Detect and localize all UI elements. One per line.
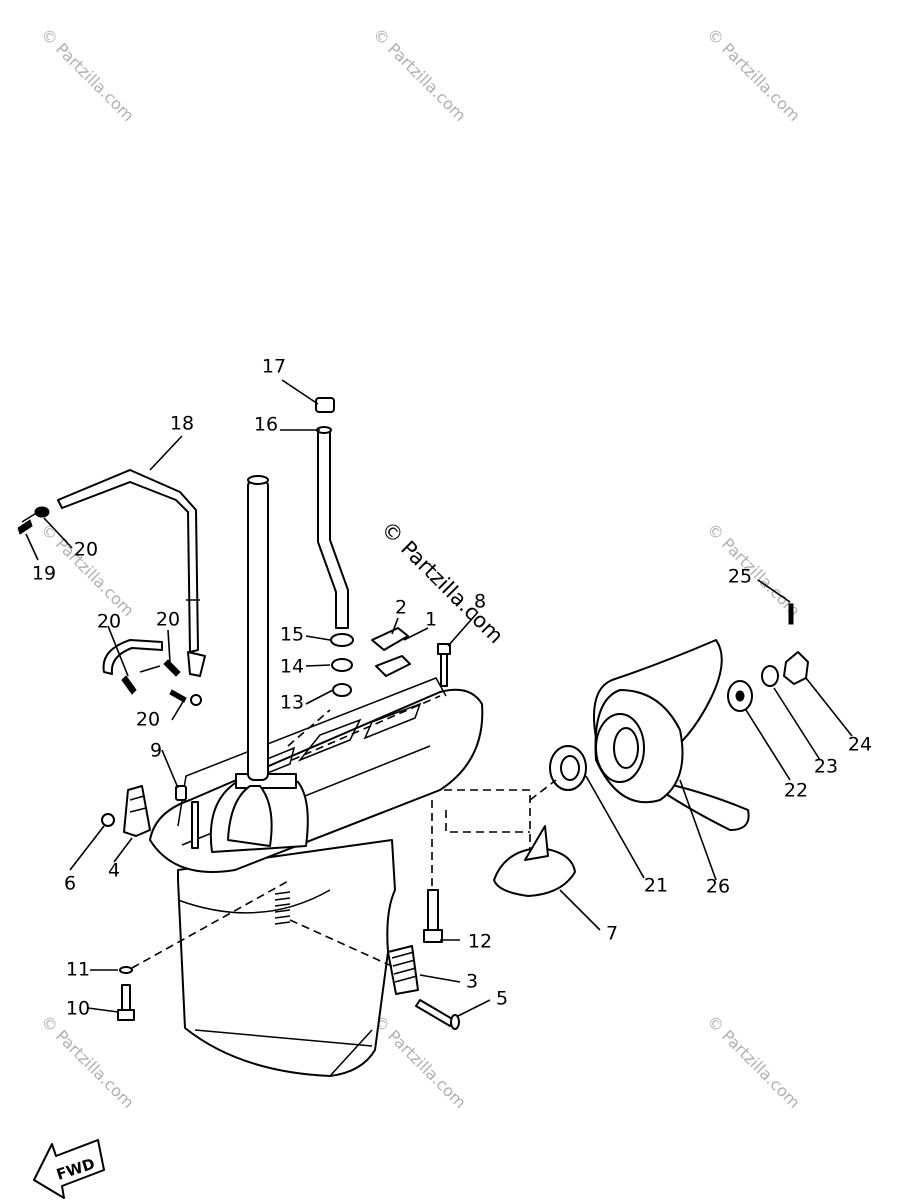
hose [57, 469, 206, 677]
callout-22: 22 [784, 780, 808, 802]
callout-18: 18 [170, 413, 194, 435]
callout-1: 1 [425, 609, 437, 631]
callout-5: 5 [496, 988, 508, 1010]
prop-hardware [727, 603, 809, 712]
watermark: © Partzilla.com [37, 24, 138, 125]
callout-19: 19 [32, 563, 56, 585]
callout-26: 26 [706, 876, 730, 898]
watermark: © Partzilla.com [37, 1011, 138, 1112]
seal-stack [330, 633, 354, 697]
thrust-washer [549, 745, 587, 791]
bolt [437, 643, 451, 687]
callout-17: 17 [262, 356, 286, 378]
hose-clips [17, 506, 202, 706]
callout-14: 14 [280, 656, 304, 678]
callout-3: 3 [466, 971, 478, 993]
callout-16: 16 [254, 414, 278, 436]
callout-20: 20 [156, 609, 180, 631]
callout-8: 8 [474, 591, 486, 613]
callout-23: 23 [814, 756, 838, 778]
propeller [593, 639, 750, 831]
callout-15: 15 [280, 624, 304, 646]
fwd-arrow-icon: FWD [33, 1139, 105, 1199]
leader-lines [25, 379, 853, 1017]
callout-10: 10 [66, 998, 90, 1020]
trim-tab [493, 825, 576, 897]
watermark: © Partzilla.com [703, 1011, 804, 1112]
callout-6: 6 [64, 873, 76, 895]
callout-12: 12 [468, 931, 492, 953]
lower-casing [149, 677, 484, 1077]
trim-anode [387, 945, 460, 1030]
rib-lines [274, 891, 291, 925]
watermarks: © Partzilla.com © Partzilla.com © Partzi… [37, 24, 804, 1112]
bolts-lower [117, 889, 443, 1021]
callout-labels: 17 16 18 20 19 20 20 20 15 14 13 1 2 8 9… [32, 356, 872, 1020]
callout-7: 7 [606, 923, 618, 945]
dowel-and-screws [175, 785, 199, 849]
callout-21: 21 [644, 875, 668, 897]
water-tube [315, 397, 349, 629]
callout-2: 2 [395, 597, 407, 619]
grommet [315, 397, 335, 413]
callout-24: 24 [848, 734, 872, 756]
watermark: © Partzilla.com [703, 24, 804, 125]
callout-13: 13 [280, 692, 304, 714]
callout-20: 20 [97, 611, 121, 633]
callout-4: 4 [108, 860, 120, 882]
callout-9: 9 [150, 740, 162, 762]
anode [101, 785, 151, 837]
callout-25: 25 [728, 566, 752, 588]
callout-20: 20 [74, 539, 98, 561]
callout-20: 20 [136, 709, 160, 731]
rubber-seals [371, 627, 411, 677]
drive-shaft [247, 475, 269, 781]
callout-11: 11 [66, 959, 90, 981]
watermark: © Partzilla.com [369, 24, 470, 125]
